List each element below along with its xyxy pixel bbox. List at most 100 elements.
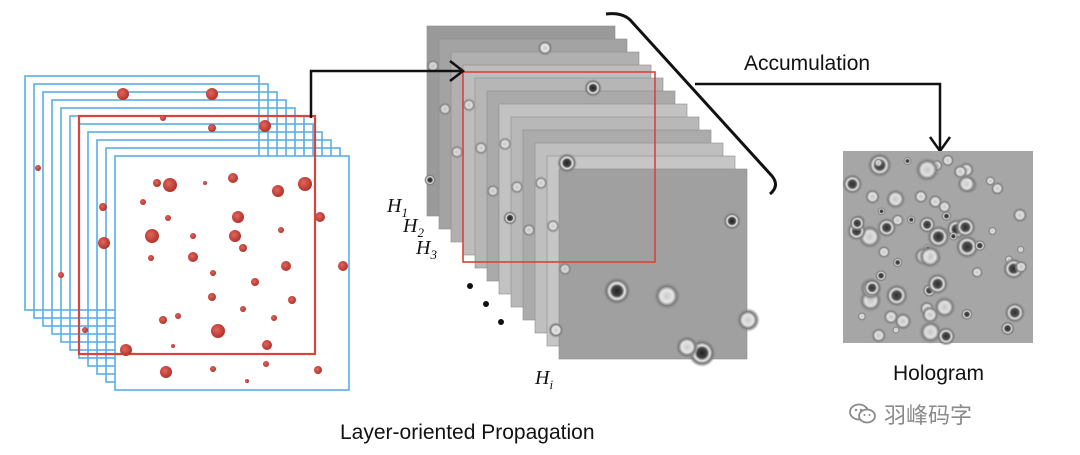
particle — [278, 227, 284, 233]
particle — [251, 278, 259, 286]
propagation-caption: Layer-oriented Propagation — [340, 421, 595, 444]
particle — [163, 178, 177, 192]
hologram-fringe — [918, 320, 943, 344]
diffraction-ring — [675, 335, 699, 359]
particle — [211, 324, 225, 338]
diffraction-ring — [424, 174, 436, 186]
hologram-fringe — [1014, 259, 1029, 274]
diffraction-ring — [557, 153, 577, 173]
hologram-fringe — [877, 245, 891, 259]
particle — [206, 88, 218, 100]
hologram-fringe — [956, 173, 977, 195]
highlighted-object-layer — [77, 114, 317, 356]
wechat-icon — [849, 403, 876, 424]
watermark-text: 羽峰码字 — [884, 404, 973, 429]
hologram-fringe — [937, 199, 952, 214]
hologram-fringe — [913, 189, 929, 205]
hologram-fringe — [864, 188, 881, 205]
particle — [99, 203, 107, 211]
hologram-fringe — [892, 257, 903, 268]
hologram-fringe — [906, 215, 916, 225]
particle — [232, 211, 244, 223]
particle — [315, 212, 325, 222]
hologram-fringe — [893, 311, 913, 331]
diffraction-ring — [548, 322, 564, 338]
hologram-fringe — [990, 181, 1005, 196]
diffraction-ring — [584, 79, 602, 97]
label-h3: H3 — [415, 237, 437, 262]
particle — [314, 366, 322, 374]
particle — [160, 366, 172, 378]
hologram-fringe — [884, 188, 907, 210]
watermark: 羽峰码字 — [848, 398, 972, 430]
particle — [239, 244, 247, 252]
particle — [245, 379, 249, 383]
particle — [271, 315, 277, 321]
hologram-fringe — [1000, 321, 1015, 336]
hologram-fringe — [1012, 207, 1028, 224]
hologram-fringe — [926, 272, 949, 295]
stack-bracket — [605, 12, 777, 196]
particle — [228, 173, 238, 183]
label-hi: Hi — [534, 367, 553, 392]
diffraction-ring — [736, 308, 760, 332]
label-h2: H2 — [402, 215, 424, 240]
hologram-fringe — [1004, 301, 1026, 324]
particle — [259, 120, 271, 132]
particle — [165, 215, 171, 221]
particle — [210, 270, 216, 276]
hologram-fringe — [940, 153, 955, 168]
hologram-fringe — [877, 207, 886, 216]
particle — [338, 261, 348, 271]
hologram-fringe — [948, 231, 959, 242]
particle — [82, 327, 88, 333]
particle — [188, 252, 198, 262]
diffraction-ring — [503, 211, 517, 225]
hologram-fringe — [857, 311, 867, 322]
hologram-fringe — [954, 216, 977, 238]
hologram-fringe — [973, 239, 986, 252]
hologram-fringe — [885, 283, 909, 308]
particle — [160, 115, 166, 121]
particle — [229, 230, 241, 242]
particle — [117, 88, 129, 100]
hologram-fringe — [926, 224, 951, 249]
particle — [145, 229, 159, 243]
particle — [35, 165, 41, 171]
hologram-fringe — [914, 156, 940, 183]
particle — [175, 313, 181, 319]
hologram-fringe — [842, 173, 863, 195]
hologram-fringe — [955, 234, 980, 259]
hologram-fringe — [918, 244, 943, 269]
particle — [240, 306, 246, 312]
particle — [272, 185, 284, 197]
particle — [148, 255, 154, 261]
particle — [298, 177, 312, 191]
highlighted-hologram-plane — [462, 71, 656, 263]
hologram-fringe — [1016, 245, 1025, 254]
particle — [208, 293, 216, 301]
particle — [98, 237, 110, 249]
particle — [120, 344, 132, 356]
hologram-fringe — [987, 226, 998, 236]
particle — [171, 344, 175, 348]
hologram-fringe — [890, 213, 905, 228]
hologram-fringe — [875, 269, 888, 282]
hologram-fringe — [970, 265, 984, 279]
particle — [210, 366, 216, 372]
particle — [203, 181, 207, 185]
accumulation-label: Accumulation — [744, 52, 871, 75]
hologram-fringe — [870, 327, 887, 344]
propagation-arrow — [309, 60, 466, 118]
diffraction-ring — [537, 40, 553, 56]
hologram-fringe — [933, 295, 957, 319]
object-layer-stack — [24, 75, 350, 391]
particle — [58, 272, 64, 278]
particle — [140, 199, 146, 205]
particle — [190, 233, 196, 239]
accumulation-arrow — [695, 82, 952, 154]
label-h1: H1 — [386, 195, 408, 220]
particle — [263, 361, 269, 367]
particle — [281, 261, 291, 271]
